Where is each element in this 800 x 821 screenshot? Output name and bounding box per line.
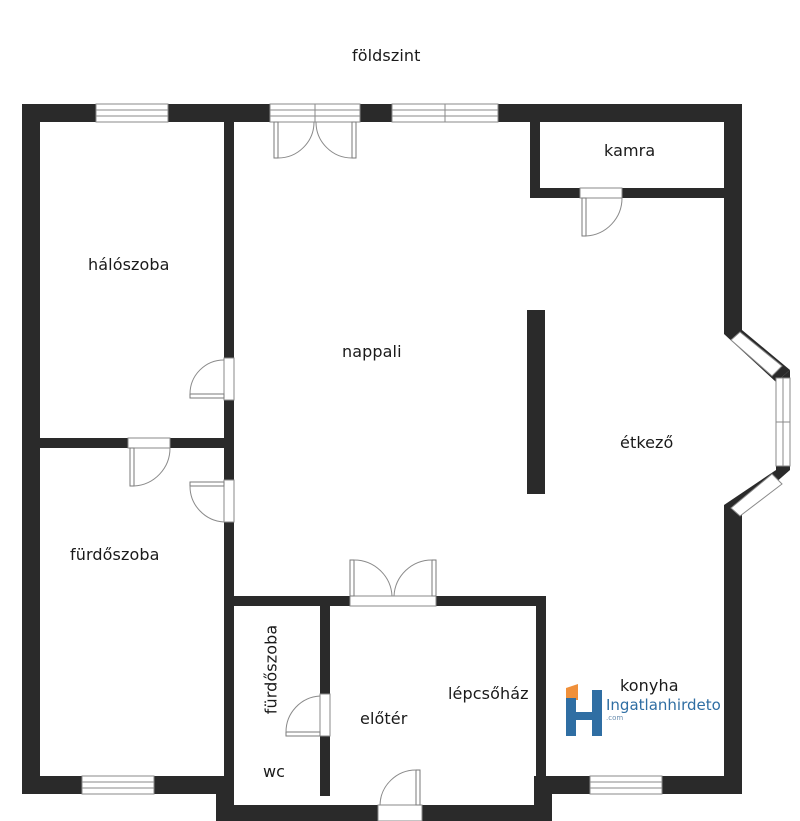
logo-icon — [566, 684, 602, 736]
windows — [81, 103, 791, 821]
watermark-logo: Ingatlanhirdeto .com — [566, 684, 726, 740]
room-label-eloter: előtér — [360, 709, 408, 728]
floor-title: földszint — [352, 46, 421, 65]
room-label-furdo-small: fürdőszoba — [261, 624, 281, 715]
room-label-kamra: kamra — [604, 141, 656, 160]
watermark-domain: .com — [606, 714, 624, 722]
room-label-wc: wc — [263, 762, 286, 781]
room-label-halo: hálószoba — [88, 255, 170, 274]
room-label-nappali: nappali — [342, 342, 402, 361]
room-label-etkezo: étkező — [620, 433, 674, 452]
room-label-furdo-big: fürdőszoba — [70, 545, 160, 564]
watermark-brand: Ingatlanhirdeto — [606, 696, 721, 714]
room-label-konyha: konyha — [620, 676, 679, 695]
doors — [129, 121, 623, 806]
room-label-lepcsohaz: lépcsőház — [448, 684, 529, 703]
